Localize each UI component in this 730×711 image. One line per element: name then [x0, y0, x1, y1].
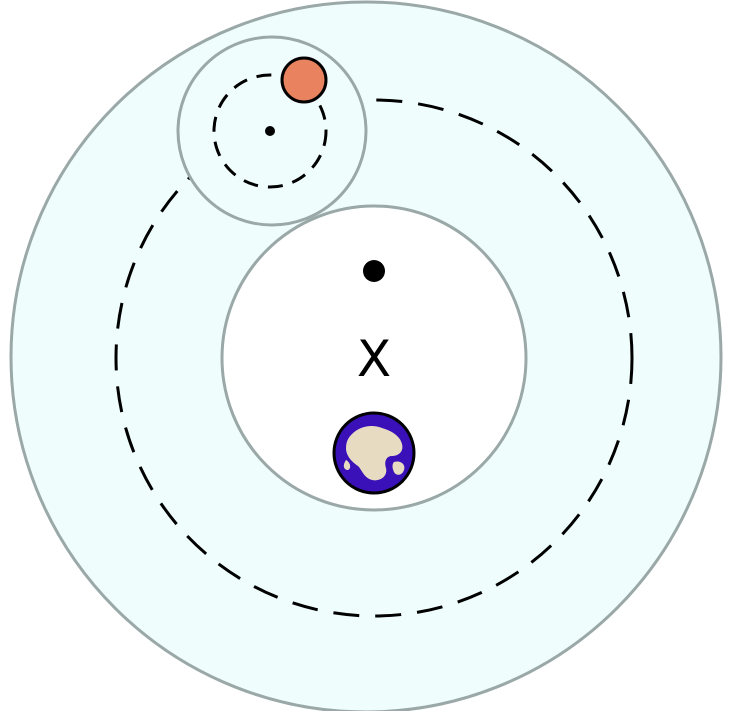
earth-icon — [334, 413, 414, 493]
epicycle-center-dot-icon — [265, 126, 275, 136]
equant-dot-icon — [363, 260, 385, 282]
planet-icon — [282, 58, 326, 102]
center-mark: X — [357, 330, 391, 388]
